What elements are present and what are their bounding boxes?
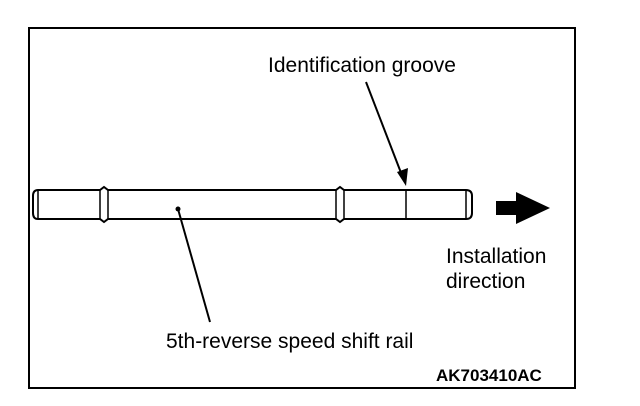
groove-leader <box>365 81 408 186</box>
figure-frame <box>28 27 576 389</box>
arrow-right-icon <box>496 192 550 224</box>
shift-rail-label: 5th-reverse speed shift rail <box>166 330 414 353</box>
installation-direction-label-line2: direction <box>446 270 526 293</box>
rail-leader <box>175 206 211 323</box>
figure-code: AK703410AC <box>436 366 542 385</box>
installation-direction-label-line1: Installation <box>446 245 547 268</box>
identification-groove-label: Identification groove <box>268 54 456 77</box>
shift-rail <box>32 185 473 224</box>
